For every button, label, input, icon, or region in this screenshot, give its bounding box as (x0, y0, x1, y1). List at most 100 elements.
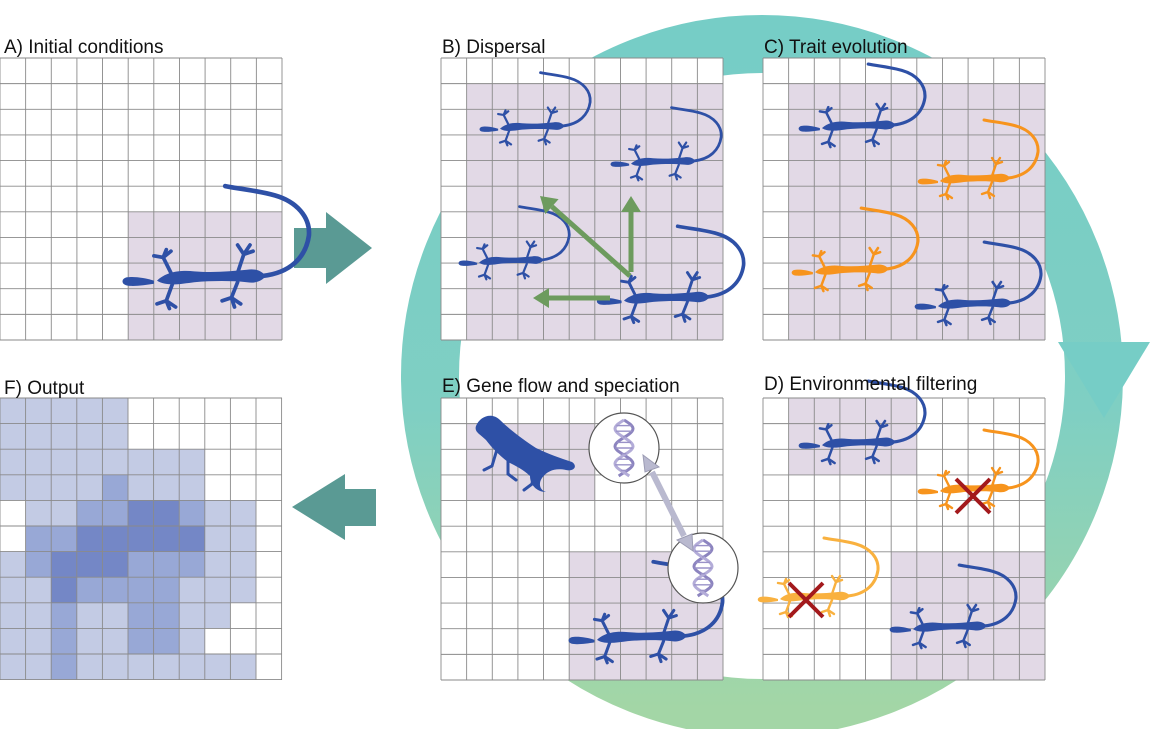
output-cell (230, 474, 256, 501)
output-cell (76, 628, 103, 654)
output-cell (128, 449, 154, 475)
arrow-e-to-f (292, 474, 376, 540)
panel-f-output-map (0, 397, 283, 681)
output-cell (179, 398, 205, 424)
output-cell (179, 654, 205, 680)
output-cell (102, 474, 128, 501)
output-cell (0, 398, 26, 424)
output-cell (0, 526, 26, 552)
output-cell (153, 398, 180, 424)
output-cell (0, 628, 26, 654)
lizard-d-blue-1 (798, 379, 927, 466)
exclusion-cross-1 (954, 477, 992, 515)
grid-lines (0, 397, 283, 681)
panel-b-grid (440, 57, 724, 341)
output-cell (51, 398, 77, 424)
lizard-a (122, 183, 312, 311)
output-cell (153, 577, 180, 603)
output-cell (0, 449, 26, 475)
output-cell (0, 654, 26, 680)
output-cell (128, 654, 154, 680)
output-cell (102, 526, 128, 552)
panel-b-title: B) Dispersal (442, 37, 546, 58)
output-cell (0, 551, 26, 578)
output-cell (0, 577, 26, 603)
output-cell (204, 526, 231, 552)
grid-lines (762, 57, 1046, 341)
occupied-region (788, 398, 917, 475)
dispersal-arrow-diagonal (540, 196, 632, 278)
panel-c-title: C) Trait evolution (764, 37, 908, 58)
output-cell (25, 602, 52, 629)
output-cell (204, 449, 231, 475)
output-cell (102, 500, 128, 526)
output-cell (102, 423, 128, 450)
output-cell (25, 526, 52, 552)
output-cell (25, 474, 52, 501)
output-cell (153, 449, 180, 475)
output-cell (102, 551, 128, 578)
output-cell (51, 602, 77, 629)
output-cell (128, 628, 154, 654)
output-cell (25, 500, 52, 526)
output-cell (230, 602, 256, 629)
panel-f-title: F) Output (4, 378, 85, 399)
output-cell (102, 654, 128, 680)
output-cell (204, 398, 231, 424)
output-cell (204, 500, 231, 526)
output-cell (0, 474, 26, 501)
output-cell (76, 551, 103, 578)
dna-circle-1 (588, 412, 660, 484)
output-cell (204, 628, 231, 654)
output-cell (204, 551, 231, 578)
output-cell (76, 654, 103, 680)
output-cell (179, 500, 205, 526)
output-cell (179, 577, 205, 603)
output-cell (51, 474, 77, 501)
output-cell (102, 602, 128, 629)
output-cell (204, 577, 231, 603)
output-cell (25, 449, 52, 475)
output-cell (76, 526, 103, 552)
grid-lines (0, 57, 283, 341)
lizard-b-dispersed-3 (458, 205, 571, 281)
output-cell (25, 577, 52, 603)
lizard-d-orange-1 (917, 428, 1040, 511)
output-cell (230, 551, 256, 578)
output-cell (230, 423, 256, 450)
output-cell (230, 577, 256, 603)
life-cycle-ring (401, 15, 1150, 729)
panel-d-title: D) Environmental filtering (764, 374, 978, 395)
output-cell (102, 449, 128, 475)
output-cell (230, 654, 256, 680)
output-cell (179, 474, 205, 501)
dispersal-arrow-up (621, 196, 641, 272)
output-cell (51, 628, 77, 654)
exclusion-cross-2 (787, 581, 825, 619)
output-cell (179, 602, 205, 629)
output-cell (230, 628, 256, 654)
output-cell (128, 423, 154, 450)
output-cell (51, 449, 77, 475)
arrow-a-to-b (294, 212, 372, 284)
output-cell (0, 423, 26, 450)
output-cell (179, 526, 205, 552)
lizard-c-orange-2 (791, 206, 920, 293)
output-cell (153, 654, 180, 680)
dna-circle-2 (667, 532, 739, 604)
output-cell (76, 423, 103, 450)
output-cell (179, 628, 205, 654)
output-cell (230, 526, 256, 552)
output-cell (128, 551, 154, 578)
output-cell (204, 474, 231, 501)
panel-a-title: A) Initial conditions (4, 37, 164, 58)
output-cell (51, 423, 77, 450)
output-cell (128, 526, 154, 552)
output-cell (153, 500, 180, 526)
output-cell (179, 423, 205, 450)
output-cell (51, 526, 77, 552)
output-cell (76, 449, 103, 475)
output-cell (51, 577, 77, 603)
output-cell (153, 602, 180, 629)
